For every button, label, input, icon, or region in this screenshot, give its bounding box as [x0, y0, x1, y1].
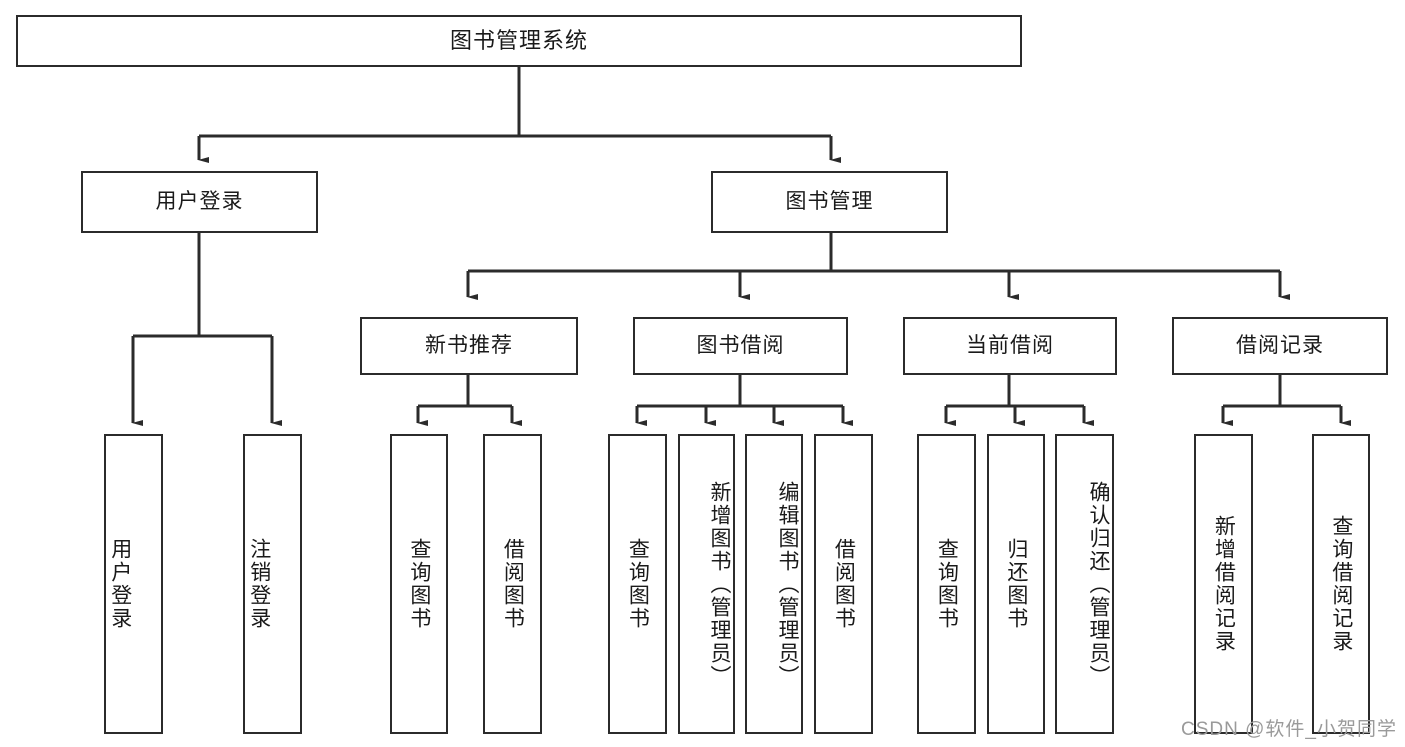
leaf-borrow-edit-book-admin[interactable]: 编辑图书（管理员） [745, 434, 803, 734]
node-book-borrow[interactable]: 图书借阅 [633, 317, 848, 375]
node-label: 新增借阅记录 [1212, 515, 1236, 653]
node-label: 编辑图书（管理员） [776, 480, 799, 688]
node-label: 当前借阅 [966, 334, 1054, 358]
node-user-login[interactable]: 用户登录 [81, 171, 318, 233]
leaf-borrow-add-book-admin[interactable]: 新增图书（管理员） [678, 434, 735, 734]
leaf-user-login-logout[interactable]: 注销登录 [243, 434, 302, 734]
leaf-current-query-book[interactable]: 查询图书 [917, 434, 976, 734]
node-root-system[interactable]: 图书管理系统 [16, 15, 1022, 67]
node-label: 查询图书 [407, 538, 431, 630]
leaf-borrow-query-book[interactable]: 查询图书 [608, 434, 667, 734]
node-label: 查询借阅记录 [1329, 515, 1353, 653]
node-label: 用户登录 [108, 538, 132, 630]
node-label: 借阅记录 [1236, 334, 1324, 358]
leaf-user-login-login[interactable]: 用户登录 [104, 434, 163, 734]
node-label: 图书管理系统 [449, 27, 588, 53]
node-label: 用户登录 [155, 190, 244, 214]
leaf-new-book-borrow[interactable]: 借阅图书 [483, 434, 542, 734]
node-label: 新增图书（管理员） [708, 480, 731, 688]
node-label: 新书推荐 [425, 334, 513, 358]
watermark-text: CSDN @软件_小贺同学 [1181, 719, 1397, 740]
node-label: 归还图书 [1004, 538, 1028, 630]
node-label: 图书管理 [785, 190, 874, 214]
leaf-new-book-query[interactable]: 查询图书 [390, 434, 448, 734]
node-label: 注销登录 [247, 538, 271, 630]
leaf-record-add-record[interactable]: 新增借阅记录 [1194, 434, 1253, 734]
node-label: 查询图书 [626, 538, 650, 630]
node-current-borrow[interactable]: 当前借阅 [903, 317, 1117, 375]
node-label: 借阅图书 [832, 538, 856, 630]
node-label: 借阅图书 [501, 538, 525, 630]
node-label: 确认归还（管理员） [1087, 480, 1110, 688]
node-borrow-record[interactable]: 借阅记录 [1172, 317, 1388, 375]
leaf-record-query-record[interactable]: 查询借阅记录 [1312, 434, 1370, 734]
node-new-book-recommend[interactable]: 新书推荐 [360, 317, 578, 375]
node-book-management[interactable]: 图书管理 [711, 171, 948, 233]
leaf-current-confirm-return-admin[interactable]: 确认归还（管理员） [1055, 434, 1114, 734]
leaf-current-return-book[interactable]: 归还图书 [987, 434, 1045, 734]
node-label: 图书借阅 [696, 334, 785, 358]
node-label: 查询图书 [935, 538, 959, 630]
leaf-borrow-borrow-book[interactable]: 借阅图书 [814, 434, 873, 734]
